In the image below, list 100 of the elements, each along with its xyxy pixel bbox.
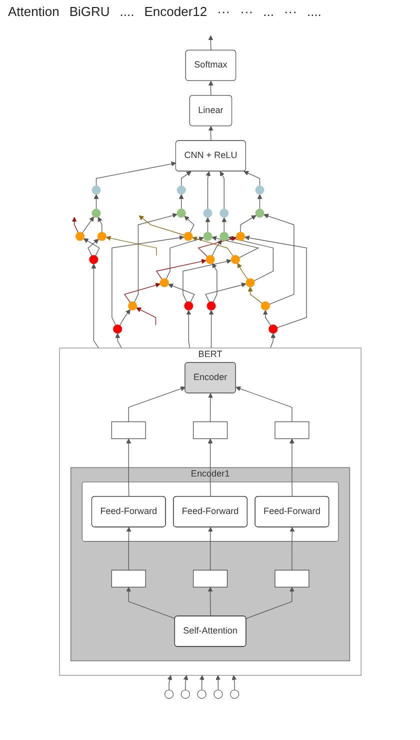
arrow (205, 171, 210, 210)
node-circle (176, 186, 186, 195)
arrow (289, 526, 294, 570)
node-circle (75, 232, 84, 241)
node-circle (236, 232, 245, 241)
node-circle (88, 255, 98, 264)
node-circle (91, 186, 100, 195)
arrow (237, 263, 248, 280)
arrow (83, 238, 100, 256)
arrow (180, 171, 192, 186)
arrow (262, 310, 271, 326)
arrow (256, 194, 262, 210)
diagram-label: ··· (240, 4, 254, 19)
node-circle (213, 690, 222, 699)
arrow (221, 217, 226, 232)
arrow (208, 526, 213, 570)
arrow (192, 236, 234, 256)
diagram-label: ... (263, 4, 274, 19)
arrow (96, 161, 176, 186)
arrow (134, 213, 178, 302)
arrow (126, 586, 176, 619)
arrow (289, 438, 294, 497)
node-circle (254, 208, 264, 218)
arrow (90, 264, 99, 348)
node-circle (254, 186, 264, 195)
arrow (126, 526, 131, 570)
arrow (231, 675, 236, 690)
arrow (208, 35, 213, 51)
arrow (208, 438, 212, 497)
node-bar (192, 570, 228, 588)
node-circle (91, 208, 100, 218)
node-circle (160, 278, 169, 288)
arrow (220, 171, 224, 210)
node-circle (268, 324, 278, 334)
arrow (178, 194, 184, 210)
cluster (82, 482, 338, 542)
node-bar (274, 570, 309, 588)
arrow (212, 240, 222, 256)
arrow (197, 236, 236, 257)
node-circle (245, 278, 254, 288)
arrow (124, 282, 160, 303)
arrow (208, 393, 213, 422)
node-circle (183, 232, 192, 241)
arrow (211, 236, 260, 258)
node-circle (128, 301, 137, 310)
arrow (114, 333, 122, 348)
node-circle (180, 690, 190, 699)
diagram-label: .... (120, 4, 134, 19)
arrow (184, 216, 194, 233)
arrow (138, 215, 184, 236)
node-circle (206, 301, 216, 310)
node-circle (202, 208, 212, 218)
arrow (93, 194, 98, 210)
arrow (72, 216, 78, 233)
arrow (215, 675, 220, 690)
arrow (228, 236, 274, 282)
arrow (182, 259, 232, 302)
arrow (208, 586, 212, 617)
arrow (263, 214, 294, 305)
arrow (240, 215, 256, 232)
arrow (82, 216, 94, 234)
arrow (126, 438, 131, 497)
node-circle (184, 301, 193, 310)
node-circle (97, 232, 106, 241)
arrow (167, 675, 172, 690)
arrow (208, 80, 213, 96)
arrow (119, 309, 130, 326)
arrow (106, 236, 156, 256)
arrow (128, 386, 186, 422)
node-circle (230, 255, 240, 264)
node-circle (202, 232, 212, 241)
arrow (87, 238, 99, 256)
arrow (212, 263, 217, 302)
arrow (166, 236, 204, 280)
arrow (111, 235, 184, 326)
node-circle (176, 208, 186, 218)
node-bar (274, 422, 309, 440)
diagram-label: ··· (217, 4, 230, 19)
node-circle (205, 255, 215, 264)
diagram-label: .... (306, 4, 322, 19)
arrow (248, 286, 262, 304)
node-circle (219, 232, 228, 241)
node-circle (230, 690, 239, 699)
arrow (199, 675, 204, 690)
arrow (208, 310, 214, 348)
node-circle (260, 301, 270, 310)
node-circle (112, 324, 122, 334)
arrow (156, 258, 206, 280)
node-circle (219, 208, 228, 218)
arrow (183, 675, 188, 690)
arrow (136, 308, 156, 326)
diagram-label: Encoder12 (144, 4, 208, 19)
node-bar (111, 570, 146, 588)
arrow (270, 333, 276, 348)
arrow (186, 310, 191, 348)
node-bar (111, 422, 146, 440)
arrow (204, 282, 246, 302)
diagram-label: BiGRU (69, 4, 110, 19)
arrow (204, 217, 210, 232)
node-circle (164, 690, 174, 699)
